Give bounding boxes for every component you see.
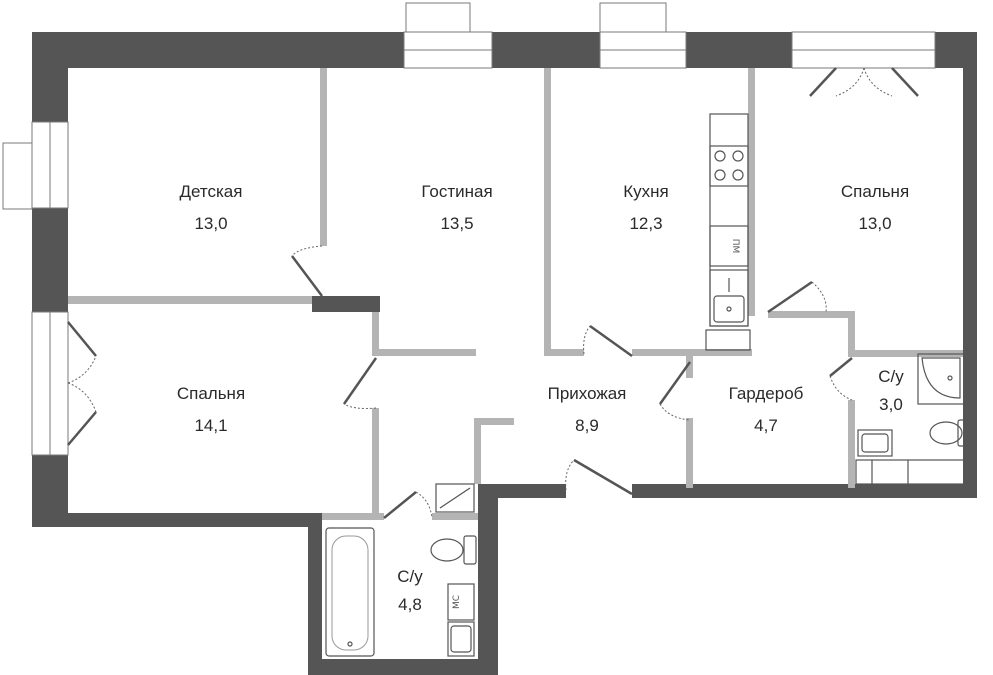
partitions <box>68 68 963 520</box>
bathroom-small-fixtures <box>855 353 977 485</box>
room-name: Гардероб <box>729 384 804 403</box>
kitchen-counter: ПМ <box>705 113 751 351</box>
toilet-icon <box>929 419 975 447</box>
window-top-bedroom <box>791 31 936 97</box>
bathroom-large-fixtures: МС <box>325 483 477 657</box>
sink-icon <box>709 269 749 327</box>
room-labels: Детская 13,0 Гостиная 13,5 Кухня 12,3 Сп… <box>177 182 909 614</box>
shower-icon <box>917 353 965 405</box>
door-bathroom-small <box>829 357 853 401</box>
room-label-prihozhaya: Прихожая 8,9 <box>548 384 627 435</box>
windows <box>2 2 936 456</box>
room-label-gostinaya: Гостиная 13,5 <box>421 182 492 233</box>
washbasin-icon <box>447 621 475 657</box>
room-area: 8,9 <box>575 416 599 435</box>
toilet-icon <box>430 535 477 565</box>
window-left-bedroom <box>31 311 97 456</box>
room-label-su-small: С/у 3,0 <box>878 367 904 414</box>
room-name: С/у <box>397 567 423 586</box>
room-label-su-large: С/у 4,8 <box>397 567 423 614</box>
stove-icon <box>709 145 749 187</box>
shaft-icon: МС <box>447 583 475 621</box>
door-bathroom-large <box>383 491 433 519</box>
dishwasher-icon: ПМ <box>709 225 749 267</box>
room-name: Детская <box>180 182 243 201</box>
room-area: 14,1 <box>194 416 227 435</box>
room-label-detskaya: Детская 13,0 <box>180 182 243 233</box>
room-area: 13,5 <box>440 214 473 233</box>
doors <box>291 245 853 519</box>
room-area: 4,8 <box>398 595 422 614</box>
exterior-walls <box>32 32 977 675</box>
room-area: 13,0 <box>858 214 891 233</box>
washbasin-icon <box>857 429 893 457</box>
room-area: 13,0 <box>194 214 227 233</box>
room-area: 3,0 <box>879 395 903 414</box>
room-area: 12,3 <box>629 214 662 233</box>
room-name: Спальня <box>841 182 909 201</box>
room-area: 4,7 <box>754 416 778 435</box>
room-name: Спальня <box>177 384 245 403</box>
window-top-living <box>403 2 493 69</box>
shaft-label: МС <box>452 595 462 609</box>
room-name: Кухня <box>623 182 669 201</box>
bathtub-icon <box>325 527 375 657</box>
door-kids-room <box>291 245 323 297</box>
room-label-kuhnya: Кухня 12,3 <box>623 182 669 233</box>
room-name: Прихожая <box>548 384 627 403</box>
dishwasher-label: ПМ <box>730 239 740 254</box>
door-entrance <box>565 458 633 496</box>
window-left-kids <box>2 121 69 210</box>
room-name: С/у <box>878 367 904 386</box>
door-bedroom-right <box>767 280 827 314</box>
room-name: Гостиная <box>421 182 492 201</box>
door-wardrobe <box>658 361 692 421</box>
door-kitchen <box>583 324 633 358</box>
room-label-spalnya-2: Спальня 14,1 <box>177 384 245 435</box>
window-top-kitchen <box>599 2 687 69</box>
room-label-spalnya-1: Спальня 13,0 <box>841 182 909 233</box>
door-bedroom-left <box>342 357 378 409</box>
room-label-garderob: Гардероб 4,7 <box>729 384 804 435</box>
